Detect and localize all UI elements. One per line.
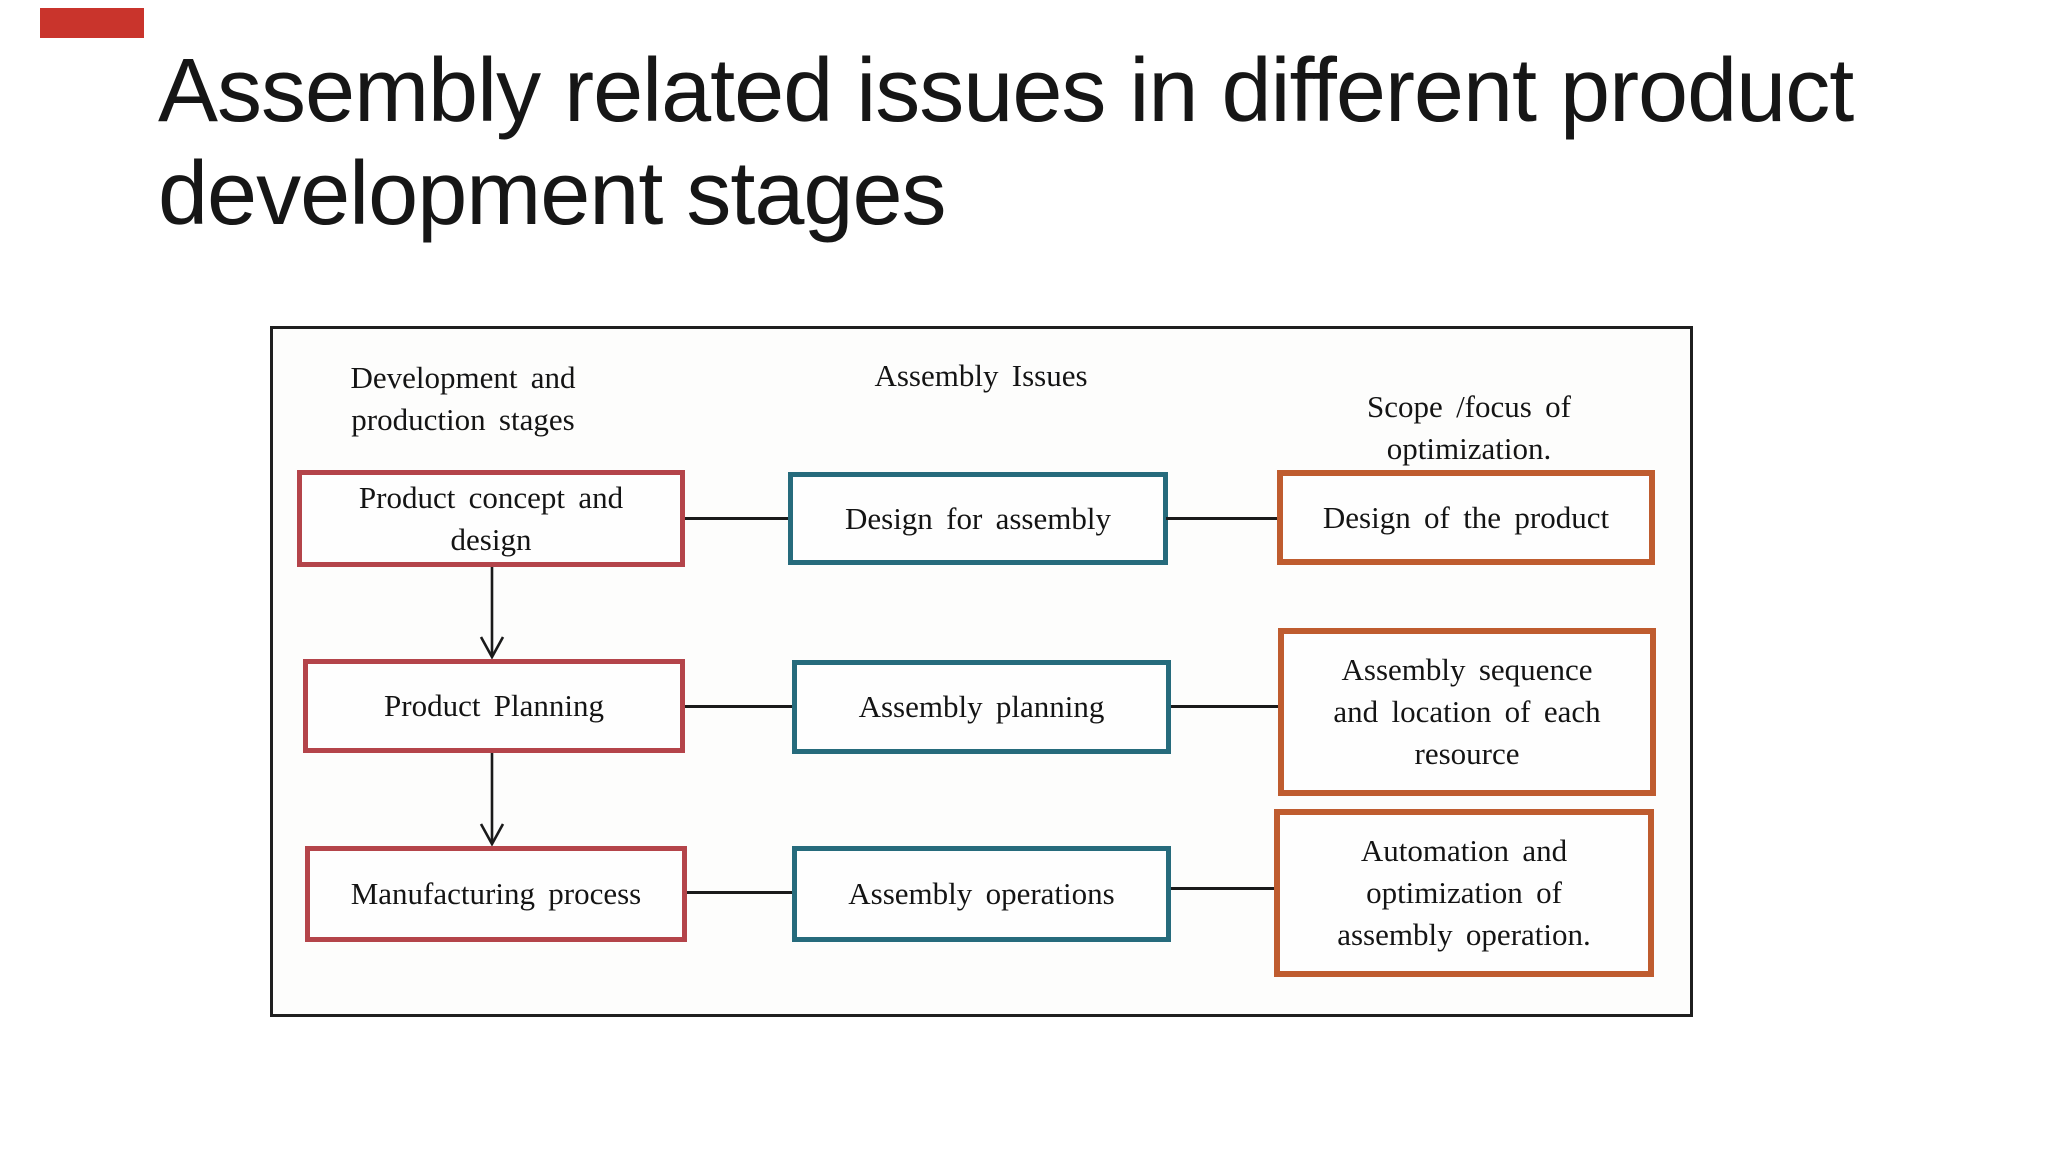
box-manufacturing-process: Manufacturing process — [305, 846, 687, 942]
box-assembly-sequence-location: Assembly sequence and location of each r… — [1278, 628, 1656, 796]
connector-line — [687, 891, 792, 894]
box-automation-optimization: Automation and optimization of assembly … — [1274, 809, 1654, 977]
box-label: Design for assembly — [844, 500, 1111, 536]
column-header-scope-focus-of-optimization: Scope /focus of optimization. — [1366, 389, 1571, 466]
column-header-development-production-stages: Development and production stages — [350, 360, 576, 437]
slide-accent-red-bar — [40, 8, 144, 38]
down-arrow-icon — [479, 753, 505, 846]
connector-line — [1171, 887, 1274, 890]
box-assembly-operations: Assembly operations — [792, 846, 1171, 942]
connector-line — [1166, 517, 1277, 520]
slide-title: Assembly related issues in different pro… — [158, 41, 1854, 244]
box-product-concept-and-design: Product concept and design — [297, 470, 685, 567]
box-label: Assembly operations — [848, 876, 1115, 911]
box-label: Design of the product — [1322, 499, 1610, 535]
box-assembly-planning: Assembly planning — [792, 660, 1171, 754]
box-label: Assembly sequence and location of each r… — [1333, 652, 1601, 771]
down-arrow-icon — [479, 567, 505, 659]
connector-line — [1171, 705, 1278, 708]
box-product-planning: Product Planning — [303, 659, 685, 753]
box-design-of-the-product: Design of the product — [1277, 470, 1655, 565]
box-label: Product Planning — [384, 688, 604, 723]
box-label: Automation and optimization of assembly … — [1337, 833, 1591, 952]
box-label: Manufacturing process — [350, 876, 642, 911]
box-design-for-assembly: Design for assembly — [788, 472, 1168, 565]
box-label: Product concept and design — [358, 479, 624, 557]
connector-line — [685, 517, 788, 520]
column-header-assembly-issues: Assembly Issues — [874, 358, 1088, 393]
connector-line — [685, 705, 792, 708]
box-label: Assembly planning — [858, 689, 1105, 724]
